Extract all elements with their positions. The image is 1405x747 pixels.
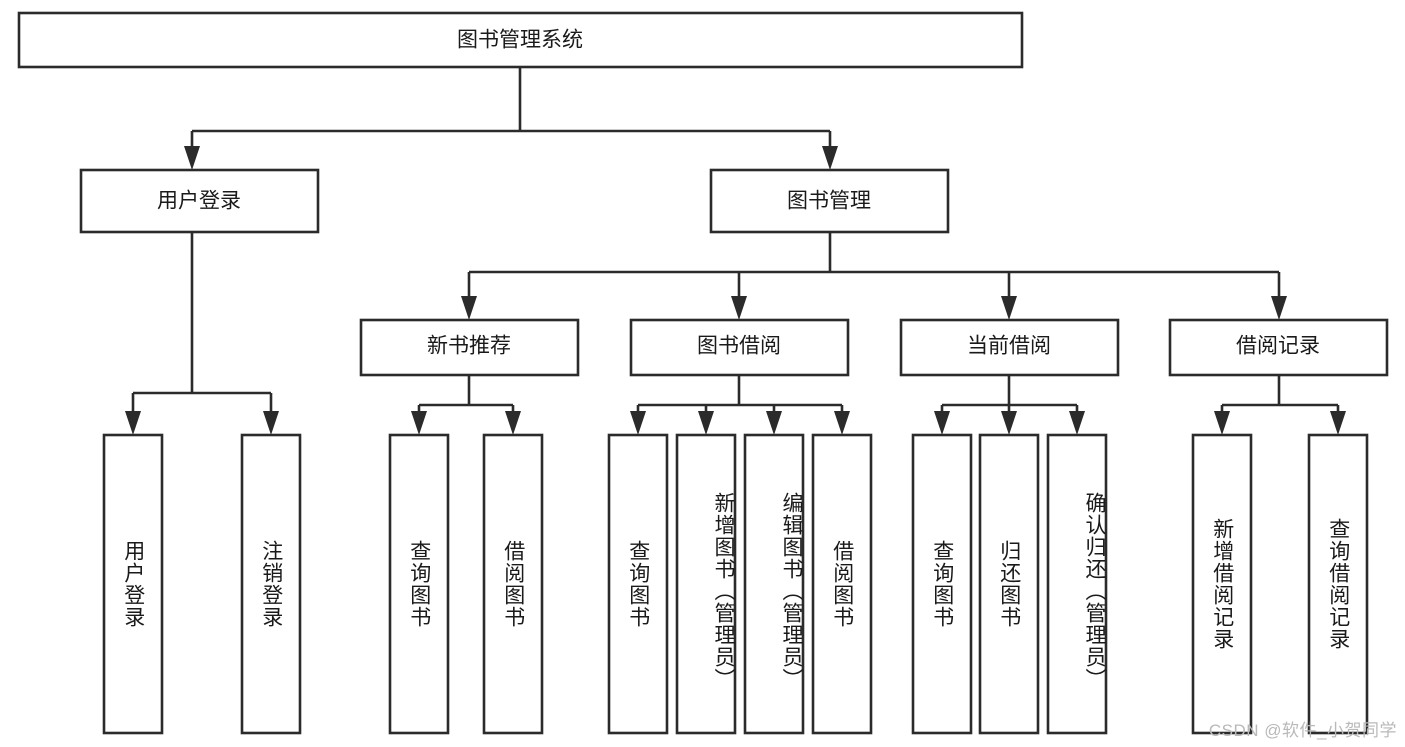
leaf-box-current-borrow-2[interactable] (1046, 433, 1108, 735)
node-book-borrow[interactable]: 图书借阅 (629, 318, 850, 377)
arrow-bookborrow (731, 296, 747, 320)
leaf-box-book-borrow-3[interactable] (811, 433, 873, 735)
leaf-box-borrow-record-1[interactable] (1307, 433, 1369, 735)
node-user-login[interactable]: 用户登录 (79, 168, 320, 234)
arrow-borrowrecord (1271, 296, 1287, 320)
arrow-bookborrow-leaf-3 (834, 411, 850, 435)
node-root[interactable]: 图书管理系统 (17, 11, 1024, 69)
node-borrow-record-label: 借阅记录 (1236, 335, 1320, 358)
node-root-box[interactable] (17, 11, 1024, 69)
node-book-manage-label: 图书管理 (787, 190, 871, 213)
connector-group (125, 67, 1346, 435)
arrow-newbook (461, 296, 477, 320)
leaf-box-book-borrow-2[interactable] (743, 433, 805, 735)
leaf-box-book-borrow-0[interactable] (607, 433, 669, 735)
arrow-currentborrow (1001, 296, 1017, 320)
node-new-book-box[interactable] (359, 318, 580, 377)
leaf-box-current-borrow-1[interactable] (978, 433, 1040, 735)
leaf-box-book-borrow-1[interactable] (675, 433, 737, 735)
arrow-userlogin-leaf-0 (125, 411, 141, 435)
arrow-currentborrow-leaf-2 (1069, 411, 1085, 435)
node-book-manage[interactable]: 图书管理 (709, 168, 950, 234)
node-root-label: 图书管理系统 (457, 29, 583, 52)
node-user-login-label: 用户登录 (157, 190, 241, 213)
leaf-box-current-borrow-0[interactable] (911, 433, 973, 735)
node-book-borrow-label: 图书借阅 (697, 335, 781, 358)
node-current-borrow-box[interactable] (899, 318, 1120, 377)
arrow-book-manage (822, 146, 838, 170)
arrow-newbook-leaf-0 (411, 411, 427, 435)
arrow-borrowrecord-leaf-0 (1214, 411, 1230, 435)
arrow-user-login (184, 146, 200, 170)
leaf-box-user-login-0[interactable] (102, 433, 164, 735)
leaf-box-user-login-1[interactable] (240, 433, 302, 735)
node-current-borrow[interactable]: 当前借阅 (899, 318, 1120, 377)
node-user-login-box[interactable] (79, 168, 320, 234)
node-book-borrow-box[interactable] (629, 318, 850, 377)
arrow-userlogin-leaf-1 (263, 411, 279, 435)
arrow-bookborrow-leaf-0 (630, 411, 646, 435)
node-book-manage-box[interactable] (709, 168, 950, 234)
arrow-bookborrow-leaf-2 (766, 411, 782, 435)
arrow-bookborrow-leaf-1 (698, 411, 714, 435)
leaf-box-new-book-1[interactable] (482, 433, 544, 735)
node-new-book-label: 新书推荐 (427, 335, 511, 358)
leaf-box-borrow-record-0[interactable] (1191, 433, 1253, 735)
leaf-box-new-book-0[interactable] (388, 433, 450, 735)
arrow-currentborrow-leaf-1 (1001, 411, 1017, 435)
arrow-borrowrecord-leaf-1 (1330, 411, 1346, 435)
node-borrow-record[interactable]: 借阅记录 (1168, 318, 1389, 377)
node-current-borrow-label: 当前借阅 (967, 335, 1051, 358)
csdn-watermark: CSDN @软件_小贺同学 (1208, 721, 1397, 740)
node-borrow-record-box[interactable] (1168, 318, 1389, 377)
node-new-book[interactable]: 新书推荐 (359, 318, 580, 377)
arrow-currentborrow-leaf-0 (934, 411, 950, 435)
arrow-newbook-leaf-1 (505, 411, 521, 435)
